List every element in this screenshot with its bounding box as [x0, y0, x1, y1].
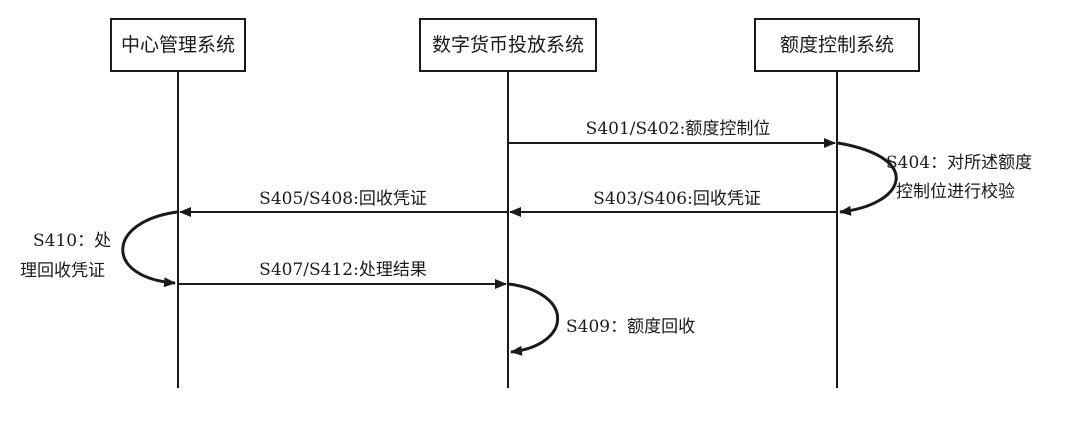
note-s404-line1: S404：对所述额度 — [886, 153, 1032, 173]
actor-center-management: 中心管理系统 — [110, 18, 246, 72]
actor-label: 中心管理系统 — [121, 34, 235, 56]
note-s410-line2: 理回收凭证 — [20, 261, 105, 281]
message-label-s407-s412: S407/S412:处理结果 — [259, 260, 427, 280]
actor-label: 额度控制系统 — [780, 34, 894, 56]
note-s409: S409：额度回收 — [566, 317, 695, 337]
self-loop-s409 — [508, 282, 560, 356]
actor-digital-currency-issuance: 数字货币投放系统 — [419, 18, 597, 72]
self-loop-s404 — [837, 141, 898, 216]
message-label-s405-s408: S405/S408:回收凭证 — [259, 189, 427, 209]
actor-quota-control: 额度控制系统 — [754, 18, 920, 72]
self-loop-s410 — [121, 210, 178, 288]
note-s410-line1: S410：处 — [33, 231, 111, 251]
message-label-s403-s406: S403/S406:回收凭证 — [593, 189, 761, 209]
message-label-s401-s402: S401/S402:额度控制位 — [586, 119, 771, 139]
actor-label: 数字货币投放系统 — [432, 34, 584, 56]
note-s404-line2: 控制位进行校验 — [896, 182, 1015, 202]
